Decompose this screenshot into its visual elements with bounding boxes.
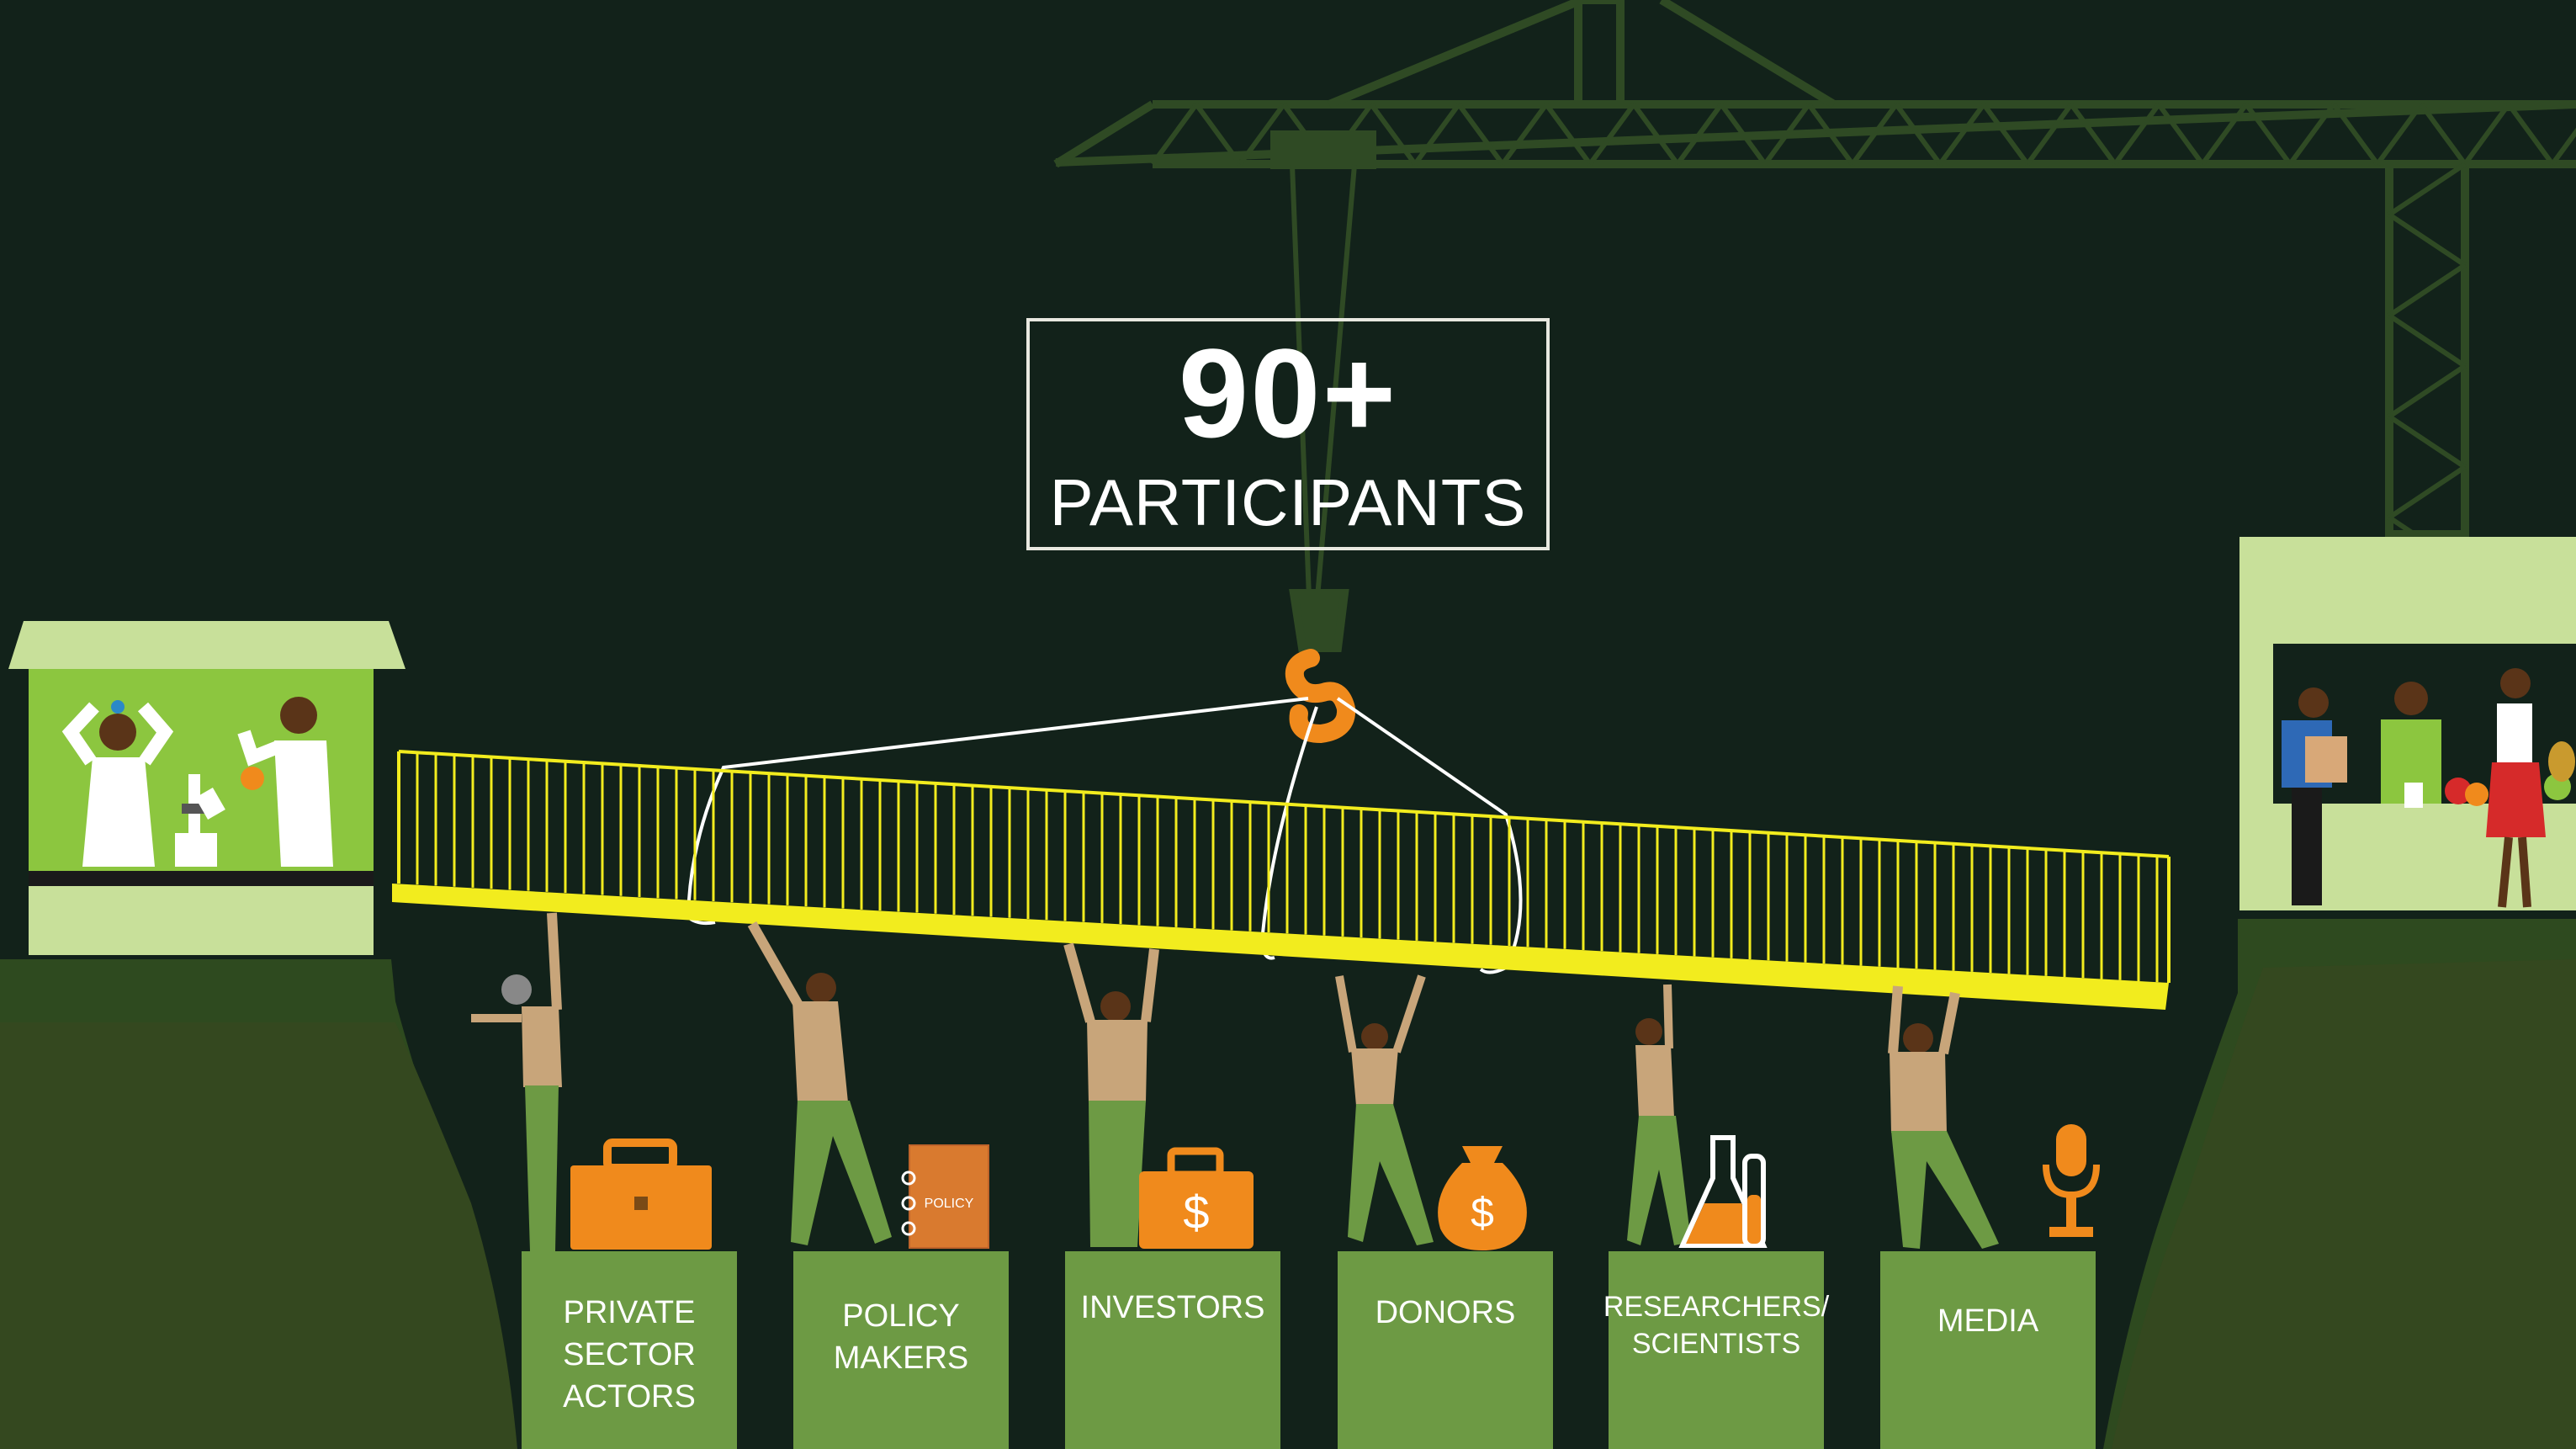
- laboratory-booth: [8, 621, 405, 955]
- scientist-figure: [61, 700, 174, 867]
- stakeholder-block-private-sector: PRIVATE SECTOR ACTORS: [522, 1251, 737, 1449]
- person-figure: [471, 912, 562, 1251]
- dollar-briefcase-icon: $: [1139, 1147, 1254, 1249]
- svg-text:$: $: [1183, 1186, 1209, 1239]
- person-figure: [1627, 984, 1691, 1245]
- stakeholder-block-investors: INVESTORS: [1065, 1251, 1280, 1449]
- market-booth: [2239, 537, 2576, 910]
- scientist-figure: [237, 697, 333, 867]
- stakeholder-block-researchers: RESEARCHERS/ SCIENTISTS: [1603, 1251, 1829, 1449]
- svg-text:POLICY: POLICY: [925, 1197, 974, 1211]
- person-figure: [1888, 985, 1999, 1249]
- participants-stat-box: 90+ PARTICIPANTS: [1026, 318, 1550, 550]
- lifting-people: [471, 912, 1999, 1251]
- crane-hook-icon: [1285, 649, 1356, 744]
- stakeholder-block-media: MEDIA: [1880, 1251, 2096, 1449]
- person-figure: [1063, 942, 1159, 1247]
- microphone-icon: [2043, 1124, 2100, 1237]
- policy-book-icon: POLICY: [901, 1144, 989, 1249]
- stakeholder-label: PRIVATE SECTOR ACTORS: [563, 1295, 696, 1414]
- stakeholder-label: POLICY MAKERS: [833, 1298, 969, 1376]
- stakeholder-label: RESEARCHERS/ SCIENTISTS: [1603, 1291, 1830, 1360]
- bridge: [392, 750, 2171, 1010]
- shopper-figure: [2486, 668, 2546, 908]
- briefcase-icon: [570, 1138, 712, 1250]
- vendor-figure: [2381, 682, 2441, 808]
- stakeholder-label: MEDIA: [1937, 1303, 2039, 1339]
- stakeholder-label: INVESTORS: [1080, 1290, 1265, 1325]
- crane: [1053, 0, 2576, 652]
- person-figure: [747, 921, 892, 1245]
- shopper-figure: [2282, 687, 2347, 905]
- ground: [0, 919, 2576, 1449]
- participants-label: PARTICIPANTS: [1049, 465, 1527, 539]
- stakeholder-label: DONORS: [1375, 1295, 1516, 1330]
- svg-text:$: $: [1471, 1189, 1494, 1236]
- person-figure: [1335, 974, 1434, 1245]
- stakeholder-block-policy-makers: POLICY MAKERS: [793, 1251, 1009, 1449]
- lab-flask-icon: [1678, 1135, 1768, 1248]
- participants-count: 90+: [1178, 322, 1398, 464]
- fruit-icon: [2445, 741, 2575, 806]
- stakeholder-block-donors: DONORS: [1338, 1251, 1553, 1449]
- money-bag-icon: $: [1438, 1146, 1527, 1250]
- microscope-icon: [175, 774, 225, 867]
